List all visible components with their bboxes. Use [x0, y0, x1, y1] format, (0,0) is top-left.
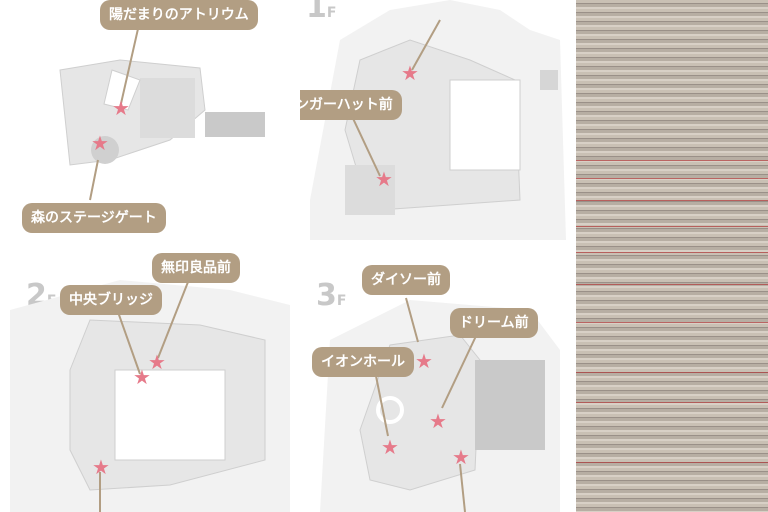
location-label: 中央ブリッジ: [60, 285, 162, 315]
star-icon: ★: [92, 455, 110, 479]
star-icon: ★: [381, 435, 399, 459]
star-icon: ★: [148, 350, 166, 374]
floor-label: 3F: [316, 278, 347, 313]
location-label: ドリーム前: [450, 308, 538, 338]
star-icon: ★: [401, 61, 419, 85]
location-label: 陽だまりのアトリウム: [100, 0, 258, 30]
star-icon: ★: [91, 131, 109, 155]
star-icon: ★: [375, 167, 393, 191]
location-label: 無印良品前: [152, 253, 240, 283]
map-panel-top-left: ★ ★ 陽だまりのアトリウム 森のステージゲート: [0, 0, 290, 240]
star-icon: ★: [133, 365, 151, 389]
map-panel-bottom-right: 3F ★ ★ ★ ★ ダイソー前 ドリーム前 イオンホール: [300, 250, 576, 512]
star-icon: ★: [112, 96, 130, 120]
floor-plan-1f: ★ ★: [310, 0, 566, 240]
star-icon: ★: [429, 409, 447, 433]
location-label: リンガーハット前: [300, 90, 402, 120]
star-icon: ★: [415, 349, 433, 373]
map-panel-bottom-left: 2F ★ ★ ★ 中央ブリッジ 無印良品前: [0, 250, 290, 512]
floor-plan-top-left: ★ ★: [59, 19, 265, 201]
map-panel-top-right: 1F ★ ★ リンガーハット前: [300, 0, 576, 240]
floor-plan-2f: ★ ★ ★: [10, 280, 290, 512]
location-label: イオンホール: [312, 347, 414, 377]
location-label: 森のステージゲート: [22, 203, 166, 233]
side-photo-strip: [576, 0, 768, 512]
location-label: ダイソー前: [362, 265, 450, 295]
floor-label: 1F: [306, 0, 337, 25]
star-icon: ★: [452, 445, 470, 469]
